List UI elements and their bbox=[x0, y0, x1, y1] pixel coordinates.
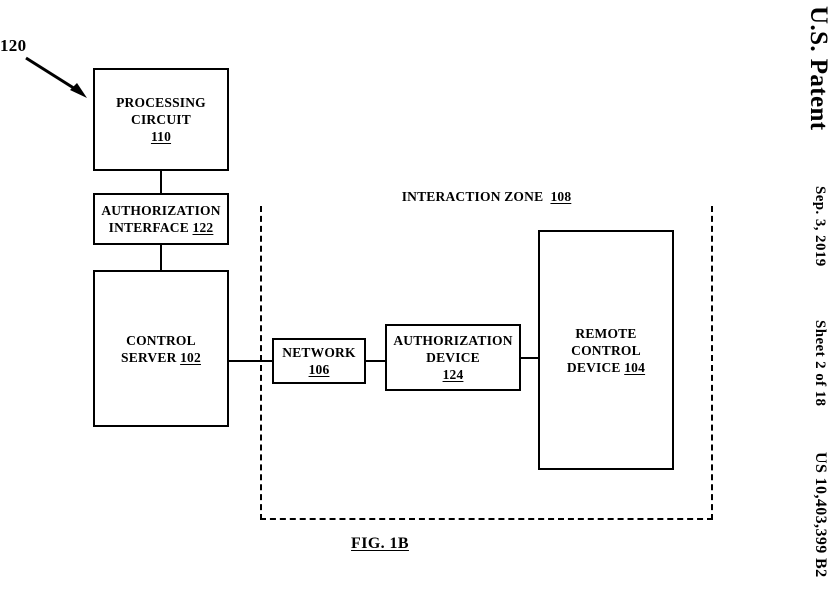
block-line-2: CIRCUIT bbox=[131, 112, 191, 127]
block-line-3: DEVICE bbox=[566, 359, 621, 375]
patent-number-label: US 10,403,399 B2 bbox=[812, 452, 829, 578]
patent-office-label: U.S. Patent bbox=[805, 6, 832, 131]
block-line-1: AUTHORIZATION bbox=[101, 203, 221, 218]
connector-control-server-to-network bbox=[229, 359, 272, 363]
connector-authorization-device-to-remote-control-device bbox=[521, 356, 538, 360]
block-authorization-device: AUTHORIZATION DEVICE 124 bbox=[385, 324, 521, 391]
lead-line-arrow-icon bbox=[25, 56, 87, 98]
block-line-2: CONTROL bbox=[571, 342, 641, 358]
block-line-1: CONTROL bbox=[126, 332, 196, 348]
block-network-label: NETWORK 106 bbox=[282, 344, 355, 378]
block-authorization-device-label: AUTHORIZATION DEVICE 124 bbox=[393, 332, 512, 383]
block-authorization-interface-label: AUTHORIZATION INTERFACE 122 bbox=[101, 202, 220, 236]
reference-numeral-120: 120 bbox=[0, 36, 27, 55]
block-reference: 102 bbox=[180, 349, 201, 365]
block-line-1: REMOTE bbox=[575, 325, 637, 341]
block-line-1: NETWORK bbox=[282, 345, 356, 360]
block-processing-circuit: PROCESSING CIRCUIT 110 bbox=[93, 68, 229, 171]
connector-processing-circuit-to-authorization-interface bbox=[159, 171, 163, 193]
patent-date-label: Sep. 3, 2019 bbox=[812, 186, 828, 267]
block-line-1: AUTHORIZATION bbox=[393, 333, 513, 348]
block-remote-control-device: REMOTE CONTROL DEVICE 104 bbox=[538, 230, 674, 470]
interaction-zone-label-text: INTERACTION ZONE bbox=[401, 189, 544, 204]
block-authorization-interface: AUTHORIZATION INTERFACE 122 bbox=[93, 193, 229, 245]
interaction-zone-label: INTERACTION ZONE 108 bbox=[260, 188, 713, 206]
block-reference: 122 bbox=[192, 220, 214, 235]
block-remote-control-device-label: REMOTE CONTROL DEVICE 104 bbox=[567, 325, 645, 376]
sheet-number-label: Sheet 2 of 18 bbox=[812, 320, 828, 407]
connector-network-to-authorization-device bbox=[366, 359, 385, 363]
block-network: NETWORK 106 bbox=[272, 338, 366, 384]
block-reference: 124 bbox=[442, 367, 464, 382]
interaction-zone-reference: 108 bbox=[550, 189, 572, 204]
block-control-server-label: CONTROL SERVER 102 bbox=[121, 332, 201, 366]
block-reference: 104 bbox=[624, 359, 646, 375]
block-reference: 110 bbox=[150, 129, 172, 144]
block-line-2: DEVICE bbox=[426, 350, 480, 365]
block-reference: 106 bbox=[308, 362, 330, 377]
block-line-1: PROCESSING bbox=[116, 95, 206, 110]
block-line-2: INTERFACE bbox=[108, 220, 189, 235]
figure-caption: FIG. 1B bbox=[0, 535, 760, 553]
connector-authorization-interface-to-control-server bbox=[159, 245, 163, 270]
block-processing-circuit-label: PROCESSING CIRCUIT 110 bbox=[116, 94, 206, 145]
block-line-2: SERVER bbox=[121, 349, 177, 365]
block-control-server: CONTROL SERVER 102 bbox=[93, 270, 229, 427]
figure-caption-text: FIG. 1B bbox=[351, 535, 409, 552]
